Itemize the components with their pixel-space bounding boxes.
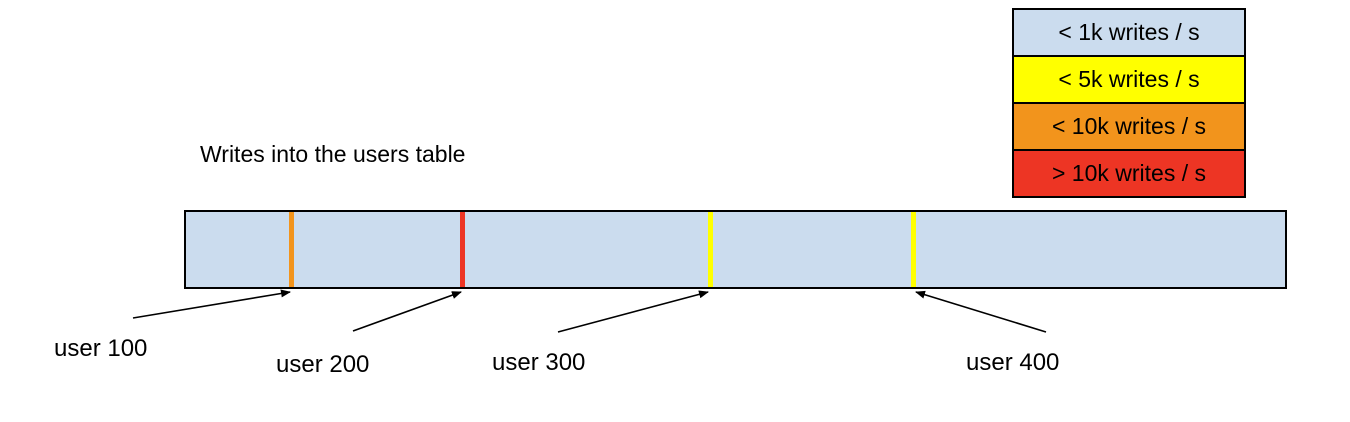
legend-item-label: < 1k writes / s bbox=[1058, 19, 1200, 45]
pointer-arrow bbox=[915, 290, 1047, 333]
legend-item-label: < 5k writes / s bbox=[1058, 66, 1200, 92]
write-rate-marker bbox=[460, 212, 465, 287]
write-rate-marker bbox=[289, 212, 294, 287]
legend-item: < 10k writes / s bbox=[1014, 104, 1244, 151]
write-rate-marker bbox=[708, 212, 713, 287]
write-rate-marker bbox=[911, 212, 916, 287]
user-label: user 400 bbox=[966, 349, 1060, 376]
pointer-arrow bbox=[132, 289, 291, 319]
pointer-arrow bbox=[557, 290, 709, 333]
legend-item: < 1k writes / s bbox=[1014, 10, 1244, 57]
legend-item-label: < 10k writes / s bbox=[1051, 113, 1207, 139]
pointer-arrow bbox=[352, 291, 462, 332]
legend-item-label: > 10k writes / s bbox=[1051, 160, 1207, 186]
user-label: user 200 bbox=[276, 351, 370, 378]
diagram-title: Writes into the users table bbox=[200, 141, 466, 167]
user-label: user 300 bbox=[492, 349, 586, 376]
legend-item: < 5k writes / s bbox=[1014, 57, 1244, 104]
legend: < 1k writes / s < 5k writes / s < 10k wr… bbox=[1012, 8, 1246, 198]
user-label: user 100 bbox=[54, 335, 148, 362]
legend-item: > 10k writes / s bbox=[1014, 151, 1244, 196]
users-table-bar bbox=[184, 210, 1287, 289]
